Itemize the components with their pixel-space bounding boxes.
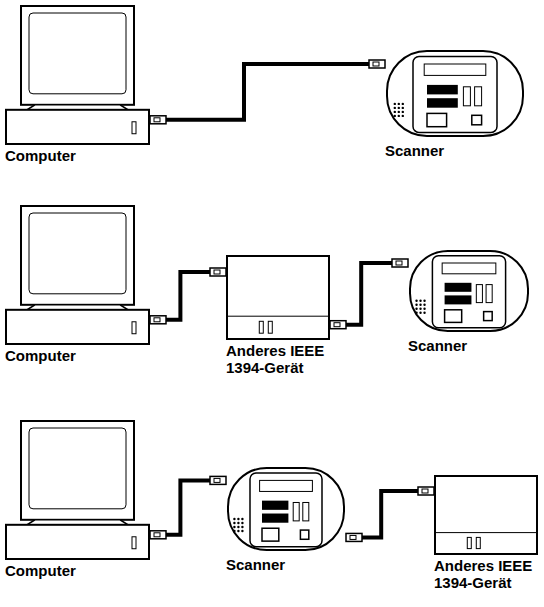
scanner-node: Scanner [408, 245, 530, 354]
device-label: Computer [5, 347, 150, 364]
scanner-node: Scanner [385, 45, 525, 159]
device-label: Computer [5, 562, 150, 579]
computer-node: Computer [5, 420, 150, 579]
device-label: Anderes IEEE 1394-Gerät [226, 342, 330, 376]
device-node: Anderes IEEE 1394-Gerät [434, 475, 538, 591]
ieee1394-cable [346, 487, 434, 541]
device-node: Anderes IEEE 1394-Gerät [226, 255, 330, 376]
device-label: Computer [5, 147, 150, 164]
scanner-illustration [408, 245, 530, 335]
device-illustration [226, 255, 330, 340]
ieee1394-cable [150, 476, 226, 538]
ieee1394-cable [330, 259, 408, 329]
computer-illustration [5, 5, 150, 145]
ieee1394-cable [150, 60, 385, 124]
computer-node: Computer [5, 5, 150, 164]
device-illustration [434, 475, 538, 555]
device-label: Anderes IEEE 1394-Gerät [434, 557, 538, 591]
scanner-node: Scanner [226, 462, 346, 573]
computer-illustration [5, 205, 150, 345]
scanner-illustration [385, 45, 525, 140]
device-label: Scanner [408, 337, 530, 354]
ieee1394-cable [150, 268, 226, 324]
device-label: Scanner [385, 142, 525, 159]
computer-illustration [5, 420, 150, 560]
device-label: Scanner [226, 556, 346, 573]
computer-node: Computer [5, 205, 150, 364]
scanner-illustration [226, 462, 346, 554]
